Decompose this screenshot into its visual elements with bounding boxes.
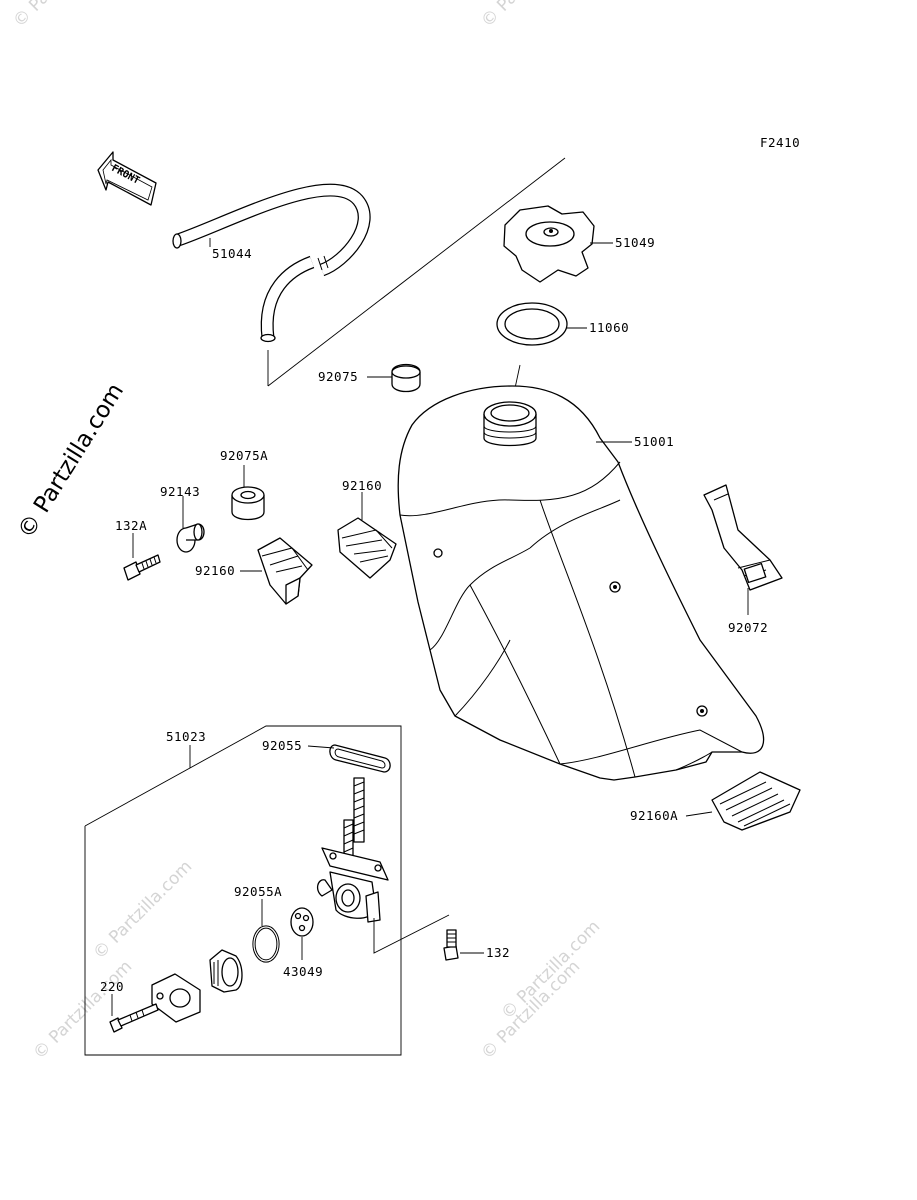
label-92075A: 92075A	[220, 448, 268, 463]
partzilla-logo-text: © Partzilla.com	[13, 379, 129, 543]
watermark-top-mid: © Partzilla.com	[477, 0, 584, 32]
label-92075: 92075	[318, 369, 358, 384]
label-92160A: 92160A	[630, 808, 678, 823]
front-arrow-icon: FRONT	[97, 151, 157, 206]
cap-92075: 92075	[318, 363, 421, 393]
watermark-mid-left: © Partzilla.com	[89, 857, 196, 964]
label-92160-left: 92160	[195, 563, 235, 578]
label-132: 132	[486, 945, 510, 960]
label-92143: 92143	[160, 484, 200, 499]
collar-92143: 92143	[160, 484, 205, 553]
bolt-132A: 132A	[115, 518, 161, 581]
fuel-cock-body	[316, 777, 389, 923]
label-43049: 43049	[283, 964, 323, 979]
breather-hose-51044: 51044	[172, 157, 566, 387]
label-92160-mid: 92160	[342, 478, 382, 493]
strap-92072: 92072	[703, 484, 783, 635]
label-51044: 51044	[212, 246, 252, 261]
rubber-pad-92160-left: 92160	[195, 537, 313, 605]
label-92072: 92072	[728, 620, 768, 635]
screw-220: 220	[100, 979, 159, 1033]
watermark-bottom-right: © Partzilla.com	[497, 917, 604, 1024]
label-132A: 132A	[115, 518, 147, 533]
watermark-bottom-mid: © Partzilla.com	[477, 957, 584, 1064]
label-220: 220	[100, 979, 124, 994]
watermark-top-left: © Partzilla.com	[9, 0, 116, 32]
fuel-cap-51049: 51049	[503, 205, 655, 283]
grommet-92075A: 92075A	[220, 448, 268, 521]
figure-code: F2410	[760, 135, 800, 150]
label-92055: 92055	[262, 738, 302, 753]
label-51049: 51049	[615, 235, 655, 250]
label-92055A: 92055A	[234, 884, 282, 899]
valve-seal-43049: 43049	[283, 907, 323, 979]
rubber-pad-92160A: 92160A	[630, 771, 801, 831]
fuel-tank-51001: 51001	[397, 385, 765, 781]
fuel-cock-lever	[209, 949, 243, 993]
cover-plate	[151, 973, 201, 1023]
label-51001: 51001	[634, 434, 674, 449]
rubber-pad-92160-mid: 92160	[337, 478, 397, 579]
watermark-bottom-left: © Partzilla.com	[29, 957, 136, 1064]
gasket-92055: 92055	[262, 738, 391, 773]
o-ring-92055A: 92055A	[234, 884, 282, 963]
label-11060: 11060	[589, 320, 629, 335]
bolt-132: 132	[373, 914, 510, 961]
fuel-cock-assembly-51023: 51023	[84, 725, 402, 1056]
label-51023: 51023	[166, 729, 206, 744]
gasket-11060: 11060	[496, 302, 629, 403]
